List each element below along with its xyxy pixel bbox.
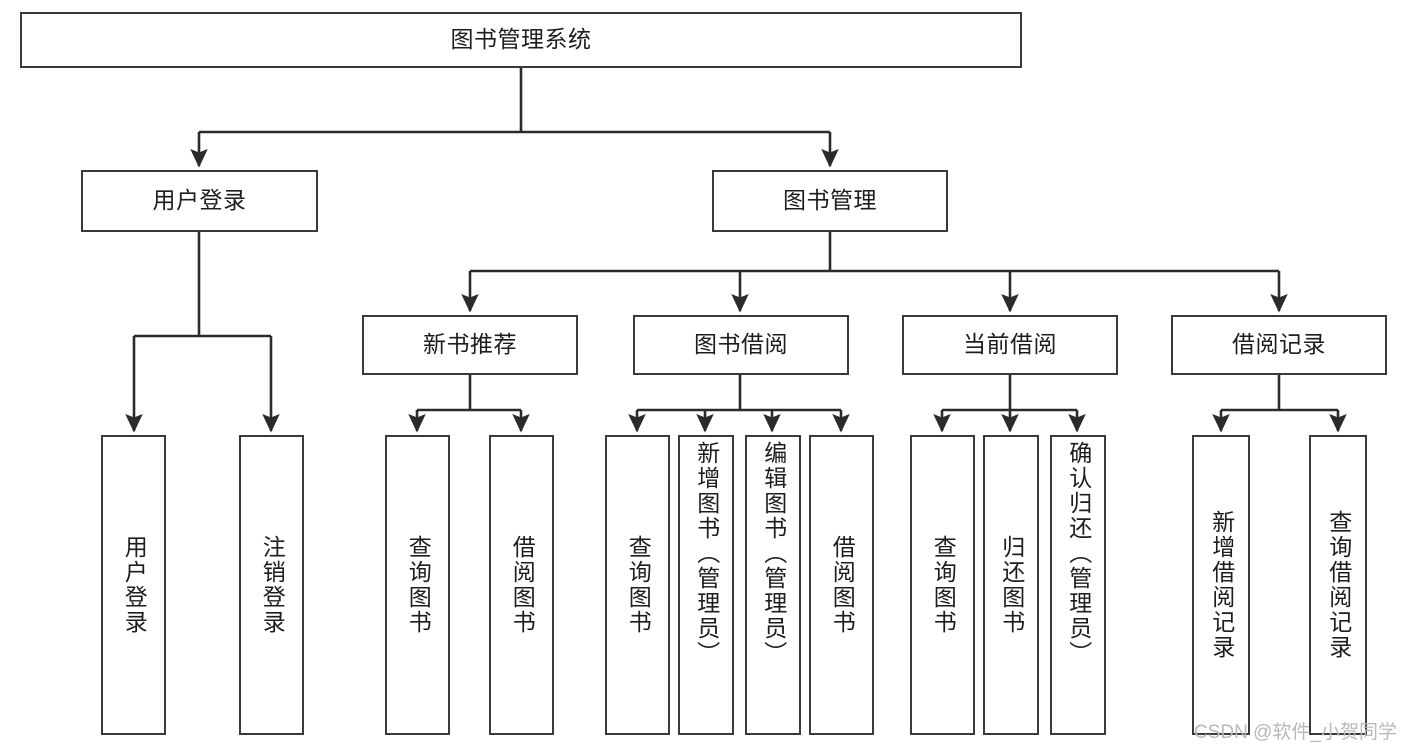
node-root[interactable]: 图书管理系统 — [20, 12, 1022, 68]
node-current-borrow[interactable]: 当前借阅 — [902, 315, 1118, 375]
node-new-book-rec-label: 新书推荐 — [423, 331, 517, 358]
node-leaf-user-login-label: 用户登录 — [121, 535, 148, 635]
node-leaf-user-login[interactable]: 用户登录 — [101, 435, 166, 735]
node-leaf-query-book-3-label: 查询图书 — [930, 535, 957, 635]
node-book-borrow-label: 图书借阅 — [694, 331, 788, 358]
node-user-login-label: 用户登录 — [152, 187, 247, 214]
node-leaf-query-record[interactable]: 查询借阅记录 — [1309, 435, 1367, 735]
node-root-label: 图书管理系统 — [450, 26, 592, 53]
node-leaf-borrow-book-1[interactable]: 借阅图书 — [489, 435, 554, 735]
node-book-borrow[interactable]: 图书借阅 — [633, 315, 849, 375]
node-leaf-return-book-label: 归还图书 — [998, 535, 1025, 635]
node-borrow-record[interactable]: 借阅记录 — [1171, 315, 1387, 375]
node-leaf-query-record-label: 查询借阅记录 — [1325, 510, 1352, 660]
node-leaf-logout-label: 注销登录 — [259, 535, 286, 635]
node-leaf-return-book[interactable]: 归还图书 — [983, 435, 1039, 735]
node-leaf-confirm-return[interactable]: 确认归还（管理员） — [1050, 435, 1106, 735]
node-leaf-query-book-2[interactable]: 查询图书 — [605, 435, 670, 735]
node-leaf-add-book-label: 新增图书（管理员） — [693, 441, 720, 666]
node-leaf-confirm-return-label: 确认归还（管理员） — [1065, 441, 1092, 666]
node-leaf-add-record-label: 新增借阅记录 — [1208, 510, 1235, 660]
node-leaf-edit-book[interactable]: 编辑图书（管理员） — [745, 435, 801, 735]
node-leaf-logout[interactable]: 注销登录 — [239, 435, 304, 735]
node-borrow-record-label: 借阅记录 — [1232, 331, 1326, 358]
node-leaf-query-book-1[interactable]: 查询图书 — [385, 435, 450, 735]
node-leaf-borrow-book-2-label: 借阅图书 — [829, 535, 856, 635]
watermark-text: CSDN @软件_小贺同学 — [1194, 722, 1397, 743]
node-leaf-borrow-book-2[interactable]: 借阅图书 — [809, 435, 874, 735]
node-current-borrow-label: 当前借阅 — [963, 331, 1057, 358]
node-leaf-borrow-book-1-label: 借阅图书 — [509, 535, 536, 635]
node-leaf-query-book-3[interactable]: 查询图书 — [910, 435, 975, 735]
node-book-manage-label: 图书管理 — [783, 187, 877, 214]
node-book-manage[interactable]: 图书管理 — [712, 170, 948, 232]
node-leaf-query-book-2-label: 查询图书 — [625, 535, 652, 635]
node-leaf-query-book-1-label: 查询图书 — [405, 535, 432, 635]
node-leaf-edit-book-label: 编辑图书（管理员） — [760, 441, 787, 666]
node-new-book-rec[interactable]: 新书推荐 — [362, 315, 578, 375]
node-leaf-add-book[interactable]: 新增图书（管理员） — [678, 435, 734, 735]
node-leaf-add-record[interactable]: 新增借阅记录 — [1192, 435, 1250, 735]
node-user-login[interactable]: 用户登录 — [81, 170, 318, 232]
